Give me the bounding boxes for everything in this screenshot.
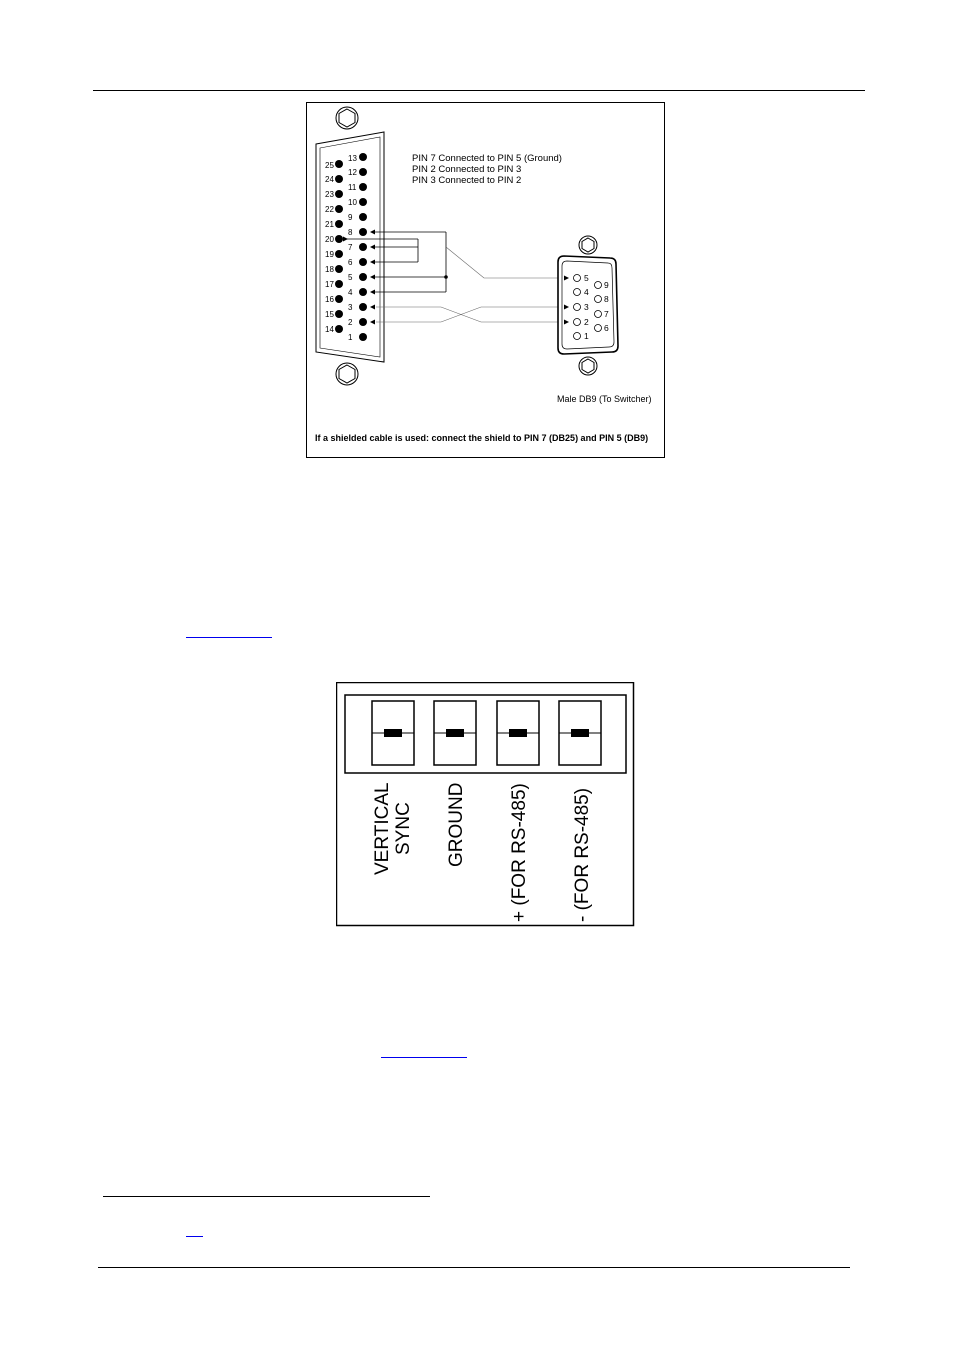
svg-text:3: 3 bbox=[584, 302, 589, 312]
terminal-1 bbox=[371, 700, 415, 766]
svg-text:7: 7 bbox=[604, 309, 609, 319]
db25-right-pins: 13 12 11 10 9 8 7 6 5 4 3 2 1 bbox=[348, 153, 367, 342]
pin-label: 8 bbox=[348, 228, 353, 237]
hyperlink-underline[interactable] bbox=[186, 637, 272, 638]
svg-text:PIN 7 Connected to PIN 5 (Grou: PIN 7 Connected to PIN 5 (Ground) bbox=[412, 153, 562, 164]
svg-text:5: 5 bbox=[584, 273, 589, 283]
db25-db9-wiring-diagram: 25 24 23 22 21 20 19 18 17 16 15 14 13 1… bbox=[306, 102, 665, 458]
footnote-separator bbox=[103, 1196, 430, 1197]
pin-label: 9 bbox=[348, 213, 353, 222]
pin-label: 10 bbox=[348, 198, 357, 207]
pin-label: 19 bbox=[325, 250, 334, 259]
db9-arrowheads bbox=[564, 275, 569, 325]
terminal-block-diagram: VERTICAL SYNC GROUND + (FOR RS-485) - (F… bbox=[336, 682, 635, 927]
db9-shell bbox=[557, 255, 619, 355]
loopback-wiring bbox=[344, 231, 448, 293]
pin-label: 14 bbox=[325, 325, 334, 334]
pin-label: 2 bbox=[348, 318, 353, 327]
db9-bottom-pins: 9 8 7 6 bbox=[594, 280, 609, 333]
svg-text:4: 4 bbox=[584, 287, 589, 297]
pin-label: 7 bbox=[348, 243, 353, 252]
pin-label: 16 bbox=[325, 295, 334, 304]
terminal-3-label: + (FOR RS-485) bbox=[509, 783, 530, 922]
svg-text:9: 9 bbox=[604, 280, 609, 290]
pin-label: 23 bbox=[325, 190, 334, 199]
pin-label: 22 bbox=[325, 205, 334, 214]
pin-label: 11 bbox=[348, 183, 357, 192]
pin-label: 12 bbox=[348, 168, 357, 177]
pin-label: 3 bbox=[348, 303, 353, 312]
pin-label: 21 bbox=[325, 220, 334, 229]
terminal-3 bbox=[496, 700, 540, 766]
pin-label: 24 bbox=[325, 175, 334, 184]
hyperlink-underline[interactable] bbox=[381, 1057, 467, 1058]
svg-text:1: 1 bbox=[584, 331, 589, 341]
terminal-4-label: - (FOR RS-485) bbox=[572, 788, 593, 922]
db25-bottom-screw-icon bbox=[335, 362, 359, 386]
pin-label: 25 bbox=[325, 161, 334, 170]
footer-rule bbox=[98, 1267, 850, 1268]
svg-text:6: 6 bbox=[604, 323, 609, 333]
pin-label: 17 bbox=[325, 280, 334, 289]
pin-label: 20 bbox=[325, 235, 334, 244]
terminal-1-label-line2: SYNC bbox=[393, 802, 414, 855]
pin-label: 13 bbox=[348, 154, 357, 163]
shield-note: If a shielded cable is used: connect the… bbox=[315, 433, 648, 443]
terminal-4 bbox=[558, 700, 602, 766]
pin-label: 18 bbox=[325, 265, 334, 274]
db9-top-screw-icon bbox=[578, 235, 598, 255]
pin-label: 15 bbox=[325, 310, 334, 319]
pin-label: 5 bbox=[348, 273, 353, 282]
svg-text:8: 8 bbox=[604, 294, 609, 304]
terminal-1-label-line1: VERTICAL bbox=[372, 782, 393, 875]
connection-notes: PIN 7 Connected to PIN 5 (Ground) PIN 2 … bbox=[412, 153, 562, 186]
terminal-2-label: GROUND bbox=[446, 783, 467, 867]
header-rule bbox=[93, 90, 865, 91]
pin-label: 6 bbox=[348, 258, 353, 267]
svg-text:PIN 2 Connected to PIN 3: PIN 2 Connected to PIN 3 bbox=[412, 164, 521, 175]
pin-label: 1 bbox=[348, 333, 353, 342]
db25-shell bbox=[315, 131, 385, 363]
db25-left-pins: 25 24 23 22 21 20 19 18 17 16 15 14 bbox=[325, 160, 343, 334]
db25-top-screw-icon bbox=[335, 106, 359, 130]
pin-label: 4 bbox=[348, 288, 353, 297]
terminal-2 bbox=[433, 700, 477, 766]
svg-text:2: 2 bbox=[584, 317, 589, 327]
cable-wires bbox=[376, 246, 568, 323]
db9-bottom-screw-icon bbox=[578, 356, 598, 376]
db9-label: Male DB9 (To Switcher) bbox=[557, 394, 652, 404]
footnote-link-underline[interactable] bbox=[186, 1236, 203, 1237]
db9-top-pins: 5 4 3 2 1 bbox=[573, 273, 589, 341]
wire-arrowheads bbox=[343, 229, 375, 325]
svg-text:PIN 3 Connected to PIN 2: PIN 3 Connected to PIN 2 bbox=[412, 175, 521, 186]
